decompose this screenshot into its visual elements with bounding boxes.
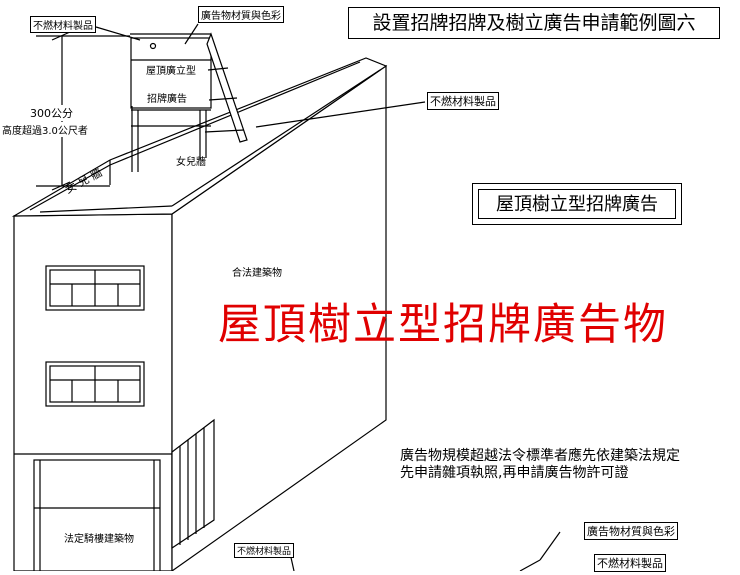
regulation-note: 廣告物規模超越法令標準者應先依建築法規定 先申請雜項執照,再申請廣告物許可證: [400, 448, 680, 482]
label-legal-arcade: 法定騎樓建築物: [64, 530, 134, 545]
regulation-note-line1: 廣告物規模超越法令標準者應先依建築法規定: [400, 448, 680, 464]
label-legal-building: 合法建築物: [232, 268, 282, 279]
label-sign-sub: 招牌廣告: [147, 94, 187, 105]
label-material-color-top: 廣告物材質與色彩: [198, 6, 284, 23]
regulation-note-line2: 先申請雜項執照,再申請廣告物許可證: [400, 465, 629, 481]
label-parapet-right: 女兒牆: [176, 157, 206, 168]
label-height-note: 高度超過3.0公尺者: [2, 122, 88, 137]
label-nonflammable-top: 不燃材料製品: [30, 16, 96, 33]
sign-a-frame: [206, 32, 248, 143]
label-nonflammable-bottom-right: 不燃材料製品: [594, 554, 666, 572]
headline-red: 屋頂樹立型招牌廣告物: [218, 300, 668, 350]
label-height-value: 300公分: [30, 105, 73, 121]
label-material-color-bottom: 廣告物材質與色彩: [584, 522, 678, 540]
label-sign-name: 屋頂廣立型: [146, 66, 196, 77]
page-title: 設置招牌招牌及樹立廣告申請範例圖六: [348, 7, 720, 39]
label-nonflammable-right: 不燃材料製品: [427, 92, 499, 110]
label-nonflammable-bottom-left: 不燃材料製品: [234, 543, 295, 558]
arcade-opening: [33, 459, 161, 572]
sign-panel: [130, 37, 212, 109]
caption-box: 屋頂樹立型招牌廣告: [472, 183, 682, 225]
caption-text: 屋頂樹立型招牌廣告: [478, 189, 676, 219]
